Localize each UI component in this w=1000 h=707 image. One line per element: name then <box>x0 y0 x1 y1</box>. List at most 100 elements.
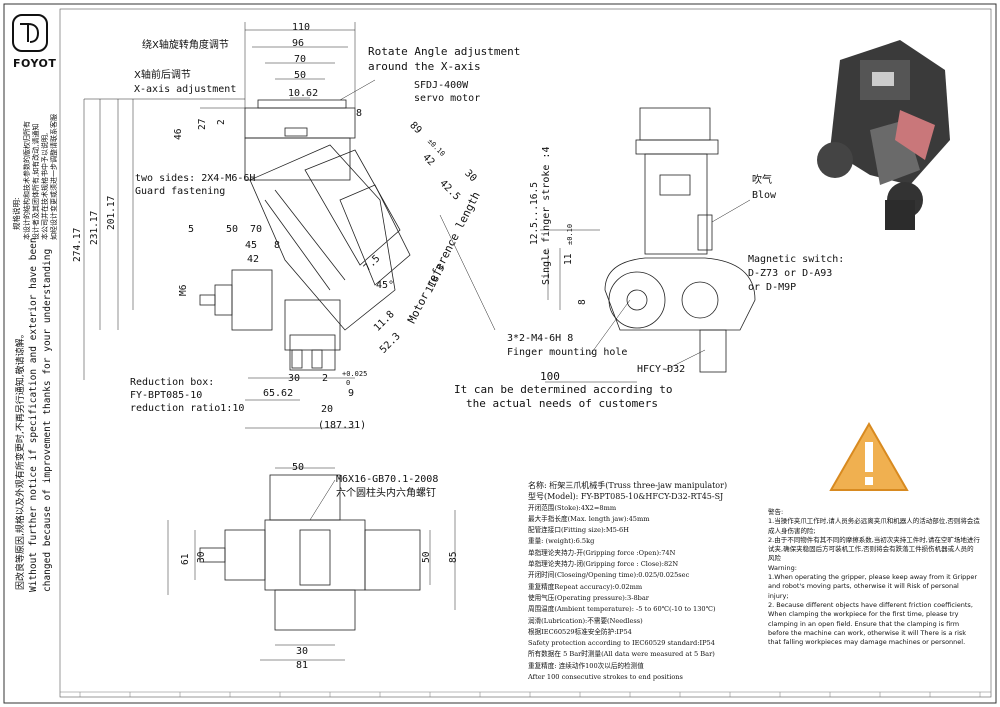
spec-line: 最大手指长度(Max. length jaw):45mm <box>528 514 650 523</box>
dim-tol-plus: +0.025 <box>342 370 368 378</box>
dim-45: 45 <box>245 240 258 251</box>
dim-110: 110 <box>292 22 311 33</box>
label-bolt-1: M6X16-GB70.1-2008 <box>336 474 439 485</box>
label-switch-3: or D-M9P <box>748 282 797 293</box>
label-servo-2: servo motor <box>414 93 481 104</box>
spec-line: 开闭时间(Closeing/Opening time):0.025/0.025s… <box>528 571 690 580</box>
dim-81: 81 <box>296 660 309 671</box>
en-change-note-1: Without further notice if specification … <box>28 237 39 592</box>
spec-line: 根据IEC60529标准安全防护:IP54 <box>528 627 632 636</box>
dim-96: 96 <box>292 38 305 49</box>
warning-line1-en: 1.When operating the gripper, please kee… <box>768 573 978 600</box>
dim-5: 5 <box>188 224 195 235</box>
ruler-ticks <box>60 691 991 697</box>
dim-50b: 50 <box>226 224 239 235</box>
label-guard-2: Guard fastening <box>135 186 226 197</box>
spec-model: 型号(Model): FY-BPT085-10&HFCY-D32-RT45-SJ <box>528 492 724 502</box>
spec-line: 所有数据在 5 Bar时测量(All data were measured at… <box>528 650 715 659</box>
dim-tol-zero: 0 <box>346 379 351 387</box>
en-change-note-2: changed because of improvement thanks fo… <box>42 248 53 592</box>
dim-45deg: 45° <box>376 280 395 291</box>
spec-line: After 100 consecutive strokes to end pos… <box>528 673 683 682</box>
top-view <box>167 467 456 661</box>
label-guard-1: two sides: 2X4-M6-6H <box>135 173 256 184</box>
cn-note-line-4: 如经设计变更或须进一步调整请联系客服 <box>50 114 58 240</box>
label-hfcy: HFCY-D32 <box>637 364 686 375</box>
spec-line: Safety protection according to IEC60529 … <box>528 639 715 648</box>
label-x-rotate-cn: 绕X轴旋转角度调节 <box>142 40 229 51</box>
dim-274-17: 274.17 <box>72 227 83 262</box>
dim-8c: 8 <box>577 299 588 305</box>
spec-line: 周围温度(Ambient temperature): -5 to 60℃(-10… <box>528 605 716 614</box>
dim-231-17: 231.17 <box>89 210 100 245</box>
label-bolt-2: 六个圆柱头内六角螺钉 <box>336 488 436 499</box>
label-x-axis-en: X-axis adjustment <box>134 84 237 95</box>
spec-line: 重量: (weight):6.5kg <box>528 537 595 546</box>
dim-30d: 30 <box>296 646 309 657</box>
dim-30: 30 <box>288 373 301 384</box>
spec-line: 开闭范围(Stoke):4X2=8mm <box>528 503 617 512</box>
foyot-logo <box>12 14 48 52</box>
label-determine-1: It can be determined according to <box>454 383 673 396</box>
dim-100: 100 <box>540 370 560 383</box>
label-stroke: Single finger stroke :4 <box>541 146 552 285</box>
label-x-axis-cn: X轴前后调节 <box>134 70 191 81</box>
dim-20: 20 <box>321 404 334 415</box>
cn-note-title: 规格说明: <box>12 197 21 230</box>
spec-line: 重复精度: 连续动作100次以后的检测值 <box>528 661 644 670</box>
warning-title-cn: 警告: <box>768 508 784 516</box>
dim-10-62: 10.62 <box>288 88 319 99</box>
dim-187-31: (187.31) <box>318 420 367 431</box>
label-switch-2: D-Z73 or D-A93 <box>748 268 833 279</box>
label-switch-1: Magnetic switch: <box>748 254 845 265</box>
label-determine-2: the actual needs of customers <box>466 397 659 410</box>
label-reducer-3: reduction ratio1:10 <box>130 403 245 414</box>
spec-line: 使用气压(Operating pressure):3-8bar <box>528 593 649 602</box>
label-reducer-2: FY-BPT085-10 <box>130 390 203 401</box>
dim-11: 11 <box>563 253 574 265</box>
brand-name: FOYOT <box>13 57 57 70</box>
dim-50: 50 <box>294 70 307 81</box>
warning-line2-cn: 2.由于不同物件有其不同的摩擦系数,当初次夹持工件时,请在空旷场地进行试夹,确保… <box>768 535 980 563</box>
dim-9: 9 <box>348 388 355 399</box>
spec-title: 名称: 桁架三爪机械手(Truss three-jaw manipulator) <box>528 481 728 490</box>
dim-61: 61 <box>180 553 191 565</box>
dim-30c: 30 <box>196 551 207 563</box>
warning-line1-cn: 1.当操作夹爪工作时,请人员务必远离夹爪和机器人的活动部位,否则将会造成人身伤害… <box>768 517 980 535</box>
cn-change-note: 因改良等原因,规格以及外观有所变更时,不再另行通知,敬请谅解。 <box>16 329 26 590</box>
spec-line: 润滑(Lubrication):不需要(Needless) <box>528 616 643 625</box>
front-view <box>83 22 496 429</box>
dim-2b: 2 <box>322 373 329 384</box>
warning-line2-en: 2. Because different objects have differ… <box>768 600 973 647</box>
dim-2: 2 <box>216 119 227 125</box>
product-render <box>817 40 950 230</box>
dim-201-17: 201.17 <box>106 195 117 230</box>
label-reducer-1: Reduction box: <box>130 377 215 388</box>
label-blow-en: Blow <box>752 190 777 201</box>
dim-42: 42 <box>247 254 260 265</box>
label-blow-cn: 吹气 <box>752 175 772 186</box>
dim-85: 85 <box>448 551 459 563</box>
dim-27: 27 <box>197 118 208 130</box>
spec-line: 配管连接口(Fitting size):M5-6H <box>528 526 629 535</box>
spec-table: 名称: 桁架三爪机械手(Truss three-jaw manipulator)… <box>528 480 758 683</box>
dim-stroke-range: 12.5...16.5 <box>529 182 540 245</box>
spec-line: 单指理论夹持力-开(Gripping force :Open):74N <box>528 548 676 557</box>
dim-70b: 70 <box>250 224 263 235</box>
dim-8b: 8 <box>356 108 363 119</box>
dim-11-tol: ±0.10 <box>566 223 574 245</box>
label-finger-1: 3*2-M4-6H 8 <box>507 333 574 344</box>
label-x-rotate-en-1: Rotate Angle adjustment <box>368 45 521 58</box>
warning-title-en: Warning: <box>768 563 797 572</box>
warning-block: 警告: 1.当操作夹爪工作时,请人员务必远离夹爪和机器人的活动部位,否则将会造成… <box>768 508 980 647</box>
dim-46: 46 <box>173 128 184 140</box>
dim-50c: 50 <box>292 462 305 473</box>
side-view <box>540 107 756 383</box>
warning-triangle-icon <box>829 422 909 491</box>
label-finger-2: Finger mounting hole <box>507 347 628 358</box>
dim-65-62: 65.62 <box>263 388 294 399</box>
label-x-rotate-en-2: around the X-axis <box>368 60 481 73</box>
spec-line: 重复精度Repeat accuracy):0.02mm <box>528 582 643 591</box>
dim-70: 70 <box>294 54 307 65</box>
